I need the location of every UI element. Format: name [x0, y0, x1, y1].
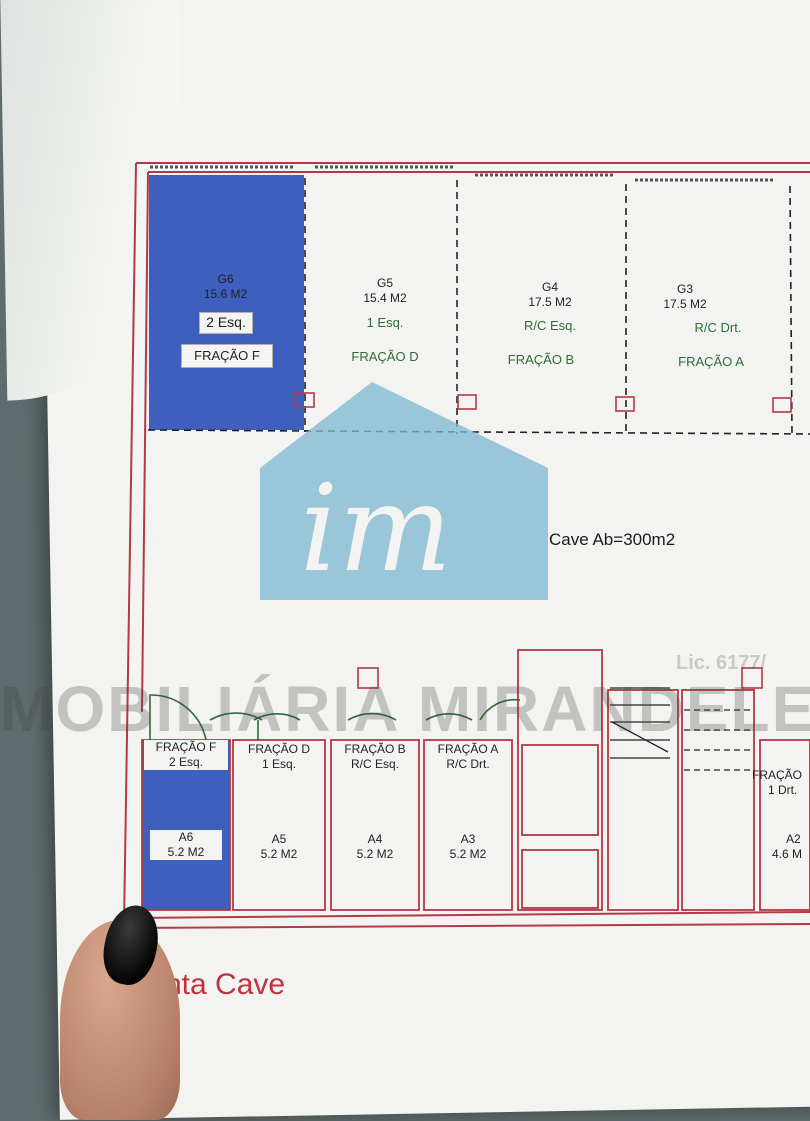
- garage-g5-label: G5 15.4 M2: [345, 276, 425, 306]
- storage-a2-header: FRAÇÃO 1 Drt.: [752, 768, 810, 798]
- storage-a5-box: A5 5.2 M2: [235, 832, 323, 862]
- garage-g6-id: G6: [217, 272, 234, 286]
- plan-title: nta Cave: [165, 968, 286, 1001]
- storage-a2-area: 4.6 M: [772, 847, 803, 861]
- storage-a2-floor: 1 Drt.: [768, 783, 798, 797]
- license-watermark: Lic. 6177/: [676, 652, 767, 674]
- storage-a4-area: 5.2 M2: [356, 847, 394, 861]
- garage-g4-label: G4 17.5 M2: [510, 280, 590, 310]
- storage-a2-box: A2 4.6 M: [772, 832, 810, 862]
- bottom-wall: [127, 911, 810, 919]
- storage-a4-floor: R/C Esq.: [350, 757, 399, 771]
- storage-a6-floor: 2 Esq.: [168, 755, 204, 769]
- garage-g6-label: G6 15.6 M2: [178, 272, 273, 302]
- storage-a4-id: A4: [367, 832, 383, 846]
- left-wall: [123, 162, 137, 927]
- garage-g6-floor: 2 Esq.: [199, 312, 253, 334]
- garage-g5-area: 15.4 M2: [363, 291, 407, 305]
- storage-a6-header: FRAÇÃO F 2 Esq.: [144, 740, 228, 770]
- garage-g3-area: 17.5 M2: [663, 297, 707, 311]
- floor-plan-drawing: im: [123, 162, 810, 929]
- garage-g6-fraction: FRAÇÃO F: [181, 344, 273, 369]
- garage-g3-id: G3: [676, 282, 693, 296]
- garage-g3-fraction: FRAÇÃO A: [678, 354, 744, 369]
- garage-g4-floor: R/C Esq.: [523, 318, 576, 333]
- left-wall-inner: [141, 171, 149, 713]
- cave-area-label: Cave Ab=300m2: [549, 530, 676, 549]
- storage-a6-box: A6 5.2 M2: [150, 830, 222, 860]
- watermark-logo: im: [260, 382, 548, 600]
- storage-a3-fraction: FRAÇÃO A: [437, 742, 499, 756]
- storage-a3-floor: R/C Drt.: [446, 757, 490, 771]
- garage-g5-floor: 1 Esq.: [366, 315, 404, 330]
- storage-a5-id: A5: [271, 832, 287, 846]
- svg-text:im: im: [300, 460, 452, 599]
- storage-a2-fraction: FRAÇÃO: [752, 768, 803, 782]
- storage-a3-id: A3: [460, 832, 476, 846]
- storage-a3-area: 5.2 M2: [449, 847, 487, 861]
- garage-g6-highlight: [149, 175, 304, 430]
- garage-g3-label: G3 17.5 M2: [645, 282, 725, 312]
- storage-a2-id: A2: [786, 832, 801, 846]
- storage-a4-fraction: FRAÇÃO B: [344, 742, 406, 756]
- storage-a4-header: FRAÇÃO B R/C Esq.: [332, 742, 418, 772]
- storage-a3-box: A3 5.2 M2: [425, 832, 511, 862]
- garage-g5-fraction: FRAÇÃO D: [351, 349, 419, 364]
- storage-a5-floor: 1 Esq.: [261, 757, 297, 771]
- garage-g6-floor-box: 2 Esq.: [186, 312, 266, 334]
- garage-g6-fraction-box: FRAÇÃO F: [172, 344, 282, 369]
- bottom-wall-outer: [125, 923, 810, 929]
- garage-g4-area: 17.5 M2: [528, 295, 572, 309]
- storage-a3-header: FRAÇÃO A R/C Drt.: [425, 742, 511, 772]
- storage-a6-fraction: FRAÇÃO F: [155, 740, 217, 754]
- storage-a6-id: A6: [178, 830, 194, 844]
- garage-g5-id: G5: [376, 276, 393, 290]
- storage-a4-box: A4 5.2 M2: [332, 832, 418, 862]
- storage-a5-header: FRAÇÃO D 1 Esq.: [235, 742, 323, 772]
- garage-g4-fraction: FRAÇÃO B: [507, 352, 575, 367]
- storage-a5-area: 5.2 M2: [260, 847, 298, 861]
- storage-a6-area: 5.2 M2: [167, 845, 205, 859]
- garage-g4-id: G4: [541, 280, 558, 294]
- agency-watermark: MOBILIÁRIA MIRANDELENS: [0, 673, 810, 745]
- garage-g6-area: 15.6 M2: [203, 287, 248, 301]
- garage-g3-floor: R/C Drt.: [694, 320, 742, 335]
- storage-a5-fraction: FRAÇÃO D: [247, 742, 310, 756]
